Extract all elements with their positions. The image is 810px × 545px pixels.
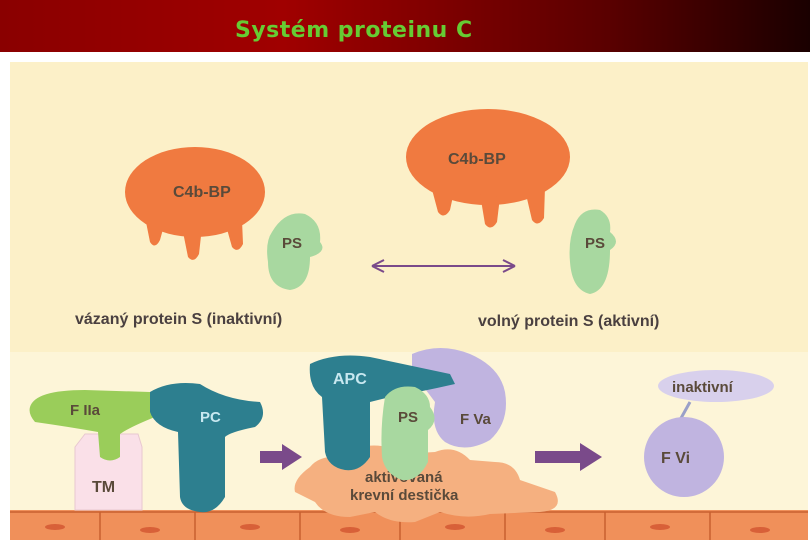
ps-left: PS bbox=[267, 213, 323, 290]
inactive-label: inaktivní bbox=[672, 379, 734, 396]
protein-c-diagram: C4b-BP PS vázaný protein S (inaktivní) C… bbox=[10, 62, 808, 540]
ps-left-label: PS bbox=[282, 235, 302, 252]
c4bbp-right: C4b-BP bbox=[406, 109, 570, 228]
ps-bottom: PS bbox=[381, 386, 435, 481]
fvi-label: F Vi bbox=[661, 450, 690, 467]
bound-protein-s-caption: vázaný protein S (inaktivní) bbox=[75, 311, 282, 328]
free-protein-s-caption: volný protein S (aktivní) bbox=[478, 313, 659, 330]
equilibrium-arrow bbox=[371, 259, 516, 273]
inactive-tag: inaktivní bbox=[658, 370, 774, 421]
protein-c: PC bbox=[150, 383, 264, 513]
fvi-factor: F Vi bbox=[644, 417, 724, 497]
ps-bottom-label: PS bbox=[398, 409, 418, 426]
tm-label: TM bbox=[92, 479, 115, 496]
activation-arrow-1 bbox=[260, 444, 302, 470]
ps-right: PS bbox=[569, 209, 616, 294]
fiia-label: F IIa bbox=[70, 402, 101, 419]
apc-activated-protein-c: APC bbox=[309, 355, 455, 471]
activation-arrow-2 bbox=[535, 443, 602, 471]
apc-label: APC bbox=[333, 371, 367, 388]
title-bar: Systém proteinu C bbox=[0, 0, 810, 52]
thrombomodulin: TM bbox=[74, 433, 143, 511]
diagram-canvas: C4b-BP PS vázaný protein S (inaktivní) C… bbox=[10, 62, 808, 540]
c4bbp-left: C4b-BP bbox=[125, 147, 265, 260]
fva-label: F Va bbox=[460, 411, 492, 428]
c4bbp-right-label: C4b-BP bbox=[448, 151, 506, 168]
c4bbp-left-label: C4b-BP bbox=[173, 184, 231, 201]
platelet-label-2: krevní destička bbox=[350, 487, 459, 504]
fiia-thrombin: F IIa bbox=[29, 390, 158, 461]
page-title: Systém proteinu C bbox=[235, 18, 473, 43]
pc-label: PC bbox=[200, 409, 221, 426]
ps-right-label: PS bbox=[585, 235, 605, 252]
